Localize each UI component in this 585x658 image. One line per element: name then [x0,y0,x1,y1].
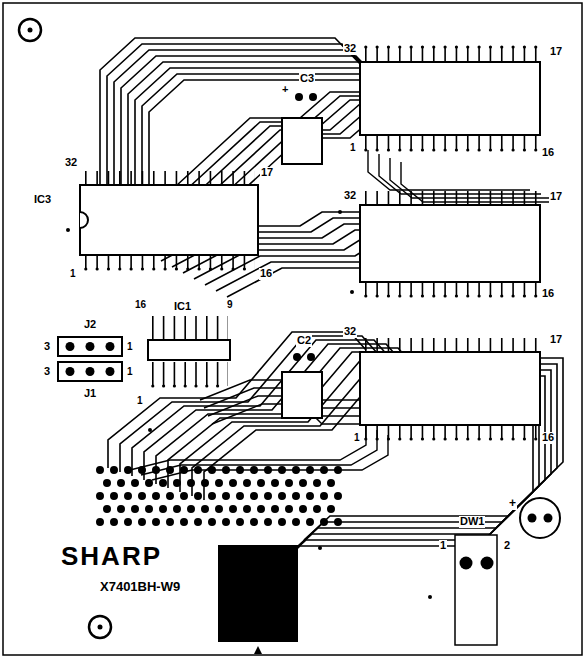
pin-number: 32 [343,190,357,202]
part-name: J2 [83,319,97,331]
pin-number: 3 [43,341,51,353]
part-name: IC1 [173,301,192,313]
pin-number: 32 [64,157,78,169]
pin-number: 16 [134,300,147,311]
pin-number: 32 [343,43,357,55]
pin-number: 17 [549,46,563,58]
part-name: DW1 [459,516,485,528]
pin-number: 16 [259,268,273,280]
pin-number: 16 [541,432,555,444]
pin-number: 1 [126,367,134,378]
part-code: X7401BH-W9 [99,580,181,594]
pin-number: 1 [439,540,447,552]
part-name: C3 [299,73,315,85]
pin-number: 1 [69,269,77,280]
polarity-mark: + [508,497,517,510]
pin-number: 16 [541,288,555,300]
pin-number: 17 [549,191,563,203]
pin-number: 17 [260,167,274,179]
pin-number: 1 [349,143,357,154]
pin-number: 17 [549,334,563,346]
part-name: J1 [83,388,97,400]
pin-number: 32 [343,326,357,338]
part-name: IC3 [33,194,52,206]
pin-number: 1 [136,396,144,407]
pin-number: 16 [541,147,555,159]
polarity-mark: + [281,84,289,96]
brand-logo: SHARP [60,543,163,570]
pin-number: 3 [43,366,51,378]
pin-number: 9 [226,300,234,311]
pin-number: 1 [353,433,361,444]
part-name: C2 [296,335,312,347]
pin-number: 1 [126,342,134,353]
pin-number: 2 [503,540,511,552]
